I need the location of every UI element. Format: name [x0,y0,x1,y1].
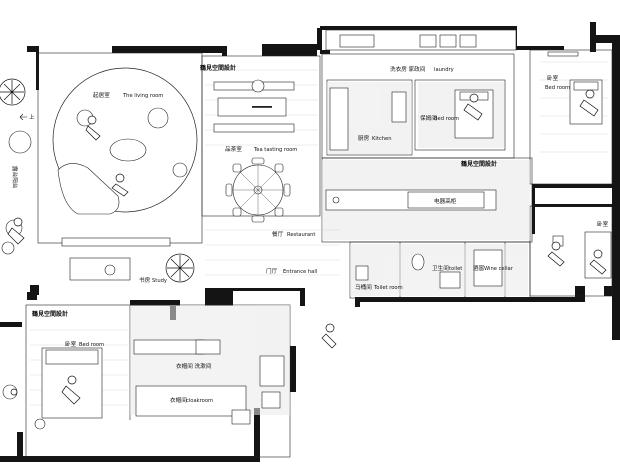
sanitary-label-en: toilet [449,266,462,272]
tv-console [61,237,171,247]
bath-bottom-label: 衣帽间 洗漱间 [176,362,212,370]
structural-walls [0,22,620,462]
person-figure-icons [7,89,607,405]
room-labels: 起居室 The living room 品茶室 Tea tasting room… [29,65,609,404]
bedroom-top-right-label: 卧室 [547,74,559,82]
balcony-label: 露台阳台 [11,166,19,189]
brand-mark-1: 鶴見空間設計 [200,64,236,72]
tea-room-label: 品茶室 [225,145,242,153]
tea-room-furniture [213,79,295,133]
bedroom-top-right-label-en: Bed room [545,85,570,91]
cloakroom-label: 衣帽间 [170,396,187,404]
study-label-en: Study [152,278,167,284]
side-table [172,162,188,178]
nanny-room-label: 保姆间 [420,114,437,122]
living-room-furniture [52,67,198,281]
brand-mark-2: 鶴見空間設計 [461,160,497,168]
sofa [57,163,120,215]
restaurant-label: 餐厅 [272,230,284,238]
study-label: 书房 [139,276,151,284]
up-arrow-label: 上 [29,113,35,121]
toilet-room-label-en: Toilet room [373,285,403,291]
sanitary-label: 卫生间 [432,264,449,272]
dining-table [225,157,291,223]
brand-marks: 鶴見空間設計 鶴見空間設計 鶴見空間設計 [32,64,497,318]
kitchen-counters [325,29,517,211]
wine-cellar-label: 酒窖 [473,264,485,272]
appliance-cabinet [407,191,485,209]
toilet-room-label: 马桶间 [355,283,372,291]
wine-cellar-label-en: Wine cellar [484,266,514,272]
kitchen-label: 厨房 [358,134,370,142]
entrance-label-en: Entrance hall [283,269,317,275]
tea-room-label-en: Tea tasting room [253,147,297,153]
living-room-label: 起居室 [93,91,110,99]
arrow-icon [19,113,27,121]
living-room-label-en: The living room [122,93,163,99]
appliance-cabinet-label: 电器高柜 [434,197,457,205]
armchair [147,107,169,129]
bedroom-right-label: 卧室 [597,220,609,228]
laundry-label-en: laundry [434,67,454,73]
bathroom-fixtures [355,249,503,289]
restaurant-label-en: Restaurant [287,232,315,238]
plant-icon [0,78,195,283]
bedroom-bottom-left-label-en: Bed room [79,342,104,348]
laundry-label: 洗衣房 家政间 [390,65,426,73]
entrance-label: 门厅 [266,267,278,275]
coffee-table [109,138,147,162]
kitchen-label-en: Kitchen [372,136,392,142]
brand-mark-3: 鶴見空間設計 [32,310,68,318]
balcony-chair [1,130,32,255]
nanny-room-label-en: Bed room [434,116,459,122]
cloakroom-label-en: cloakroom [186,398,213,404]
bedroom-bottom-left-label: 卧室 [65,340,77,348]
